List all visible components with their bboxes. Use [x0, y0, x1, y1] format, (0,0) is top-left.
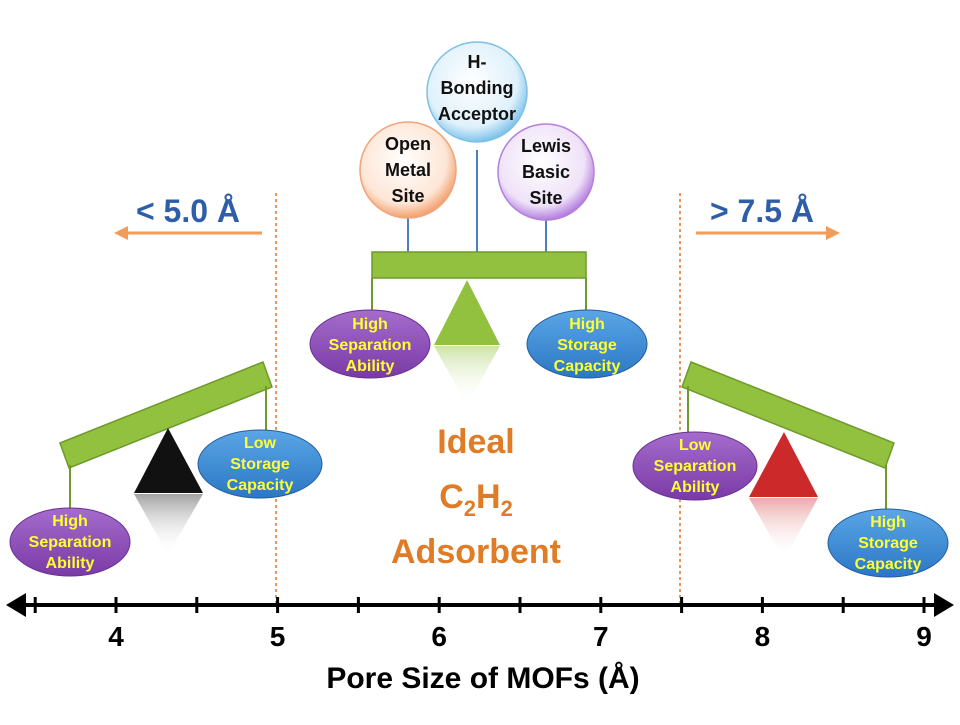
bubble-h-bonding-line1: H- [468, 52, 487, 72]
center-left-pan-line2: Separation [329, 337, 412, 354]
axis-tick-label: 8 [755, 621, 771, 652]
bubble-h-bonding-line2: Bonding [441, 78, 514, 98]
bubble-h-bonding-acceptor: H- Bonding Acceptor [426, 41, 528, 143]
axis-tick-label: 4 [108, 621, 124, 652]
left-range-arrow [114, 226, 262, 240]
right-low-pan-line1: High [870, 514, 906, 531]
right-range-label: > 7.5 Å [710, 193, 814, 229]
axis-tick-label: 9 [916, 621, 932, 652]
ideal-line3: Adsorbent [391, 533, 561, 571]
right-low-pan-line2: Storage [858, 535, 918, 552]
right-range-arrow [696, 226, 840, 240]
right-scale: Low Separation Ability High Storage Capa… [632, 361, 949, 578]
center-scale: High Separation Ability High Storage Cap… [309, 251, 648, 405]
left-low-pan-line3: Ability [46, 555, 95, 572]
bubble-open-metal-line1: Open [385, 134, 431, 154]
left-beam [59, 361, 273, 469]
axis-tick-label: 6 [431, 621, 447, 652]
left-low-pan-line2: Separation [29, 534, 112, 551]
left-high-pan-line3: Capacity [227, 477, 294, 494]
left-fulcrum-reflection [134, 494, 203, 555]
right-low-pan: High Storage Capacity [827, 508, 949, 578]
center-left-pan-line1: High [352, 316, 388, 333]
right-high-pan: Low Separation Ability [632, 431, 758, 501]
bubble-h-bonding-line3: Acceptor [438, 104, 516, 124]
pore-size-axis: 4 5 6 7 8 9 Pore Size of MOFs (Å) [6, 593, 954, 695]
left-high-pan-line2: Storage [230, 456, 290, 473]
center-left-pan: High Separation Ability [309, 309, 431, 379]
bubble-open-metal-line3: Site [391, 186, 424, 206]
axis-tick-label: 7 [593, 621, 609, 652]
left-fulcrum [134, 428, 203, 493]
bubble-open-metal-line2: Metal [385, 160, 431, 180]
bubble-lewis-line1: Lewis [521, 136, 571, 156]
ideal-adsorbent-label: Ideal C2H2 Adsorbent [391, 423, 561, 571]
center-right-pan-line2: Storage [557, 337, 617, 354]
minor-ticks [33, 597, 926, 613]
left-range-label: < 5.0 Å [136, 193, 240, 229]
center-right-pan-line3: Capacity [554, 358, 621, 375]
center-fulcrum-reflection [434, 346, 500, 405]
center-fulcrum [434, 280, 500, 345]
major-ticks: 4 5 6 7 8 9 [108, 621, 932, 652]
axis-arrow-right-icon [934, 593, 954, 617]
bubble-lewis-line2: Basic [522, 162, 570, 182]
center-right-pan: High Storage Capacity [526, 309, 648, 379]
axis-title: Pore Size of MOFs (Å) [326, 662, 639, 695]
right-high-pan-line2: Separation [654, 458, 737, 475]
bubble-lewis-basic-site: Lewis Basic Site [497, 123, 595, 221]
right-fulcrum-reflection [749, 498, 818, 560]
left-low-pan: High Separation Ability [9, 507, 131, 577]
right-high-pan-line1: Low [679, 437, 712, 454]
center-left-pan-line3: Ability [346, 358, 395, 375]
axis-arrow-left-icon [6, 593, 26, 617]
ideal-line1: Ideal [437, 423, 514, 461]
right-low-pan-line3: Capacity [855, 556, 922, 573]
left-low-pan-line1: High [52, 513, 88, 530]
center-right-pan-line1: High [569, 316, 605, 333]
bubble-lewis-line3: Site [529, 188, 562, 208]
axis-tick-label: 5 [270, 621, 286, 652]
bubble-open-metal-site: Open Metal Site [359, 121, 457, 219]
ideal-formula: C2H2 [439, 478, 513, 521]
left-high-pan: Low Storage Capacity [197, 429, 323, 499]
right-fulcrum [749, 432, 818, 497]
left-high-pan-line1: Low [244, 435, 277, 452]
right-high-pan-line3: Ability [671, 479, 720, 496]
center-beam [371, 251, 587, 279]
left-scale: High Separation Ability Low Storage Capa… [9, 361, 323, 577]
